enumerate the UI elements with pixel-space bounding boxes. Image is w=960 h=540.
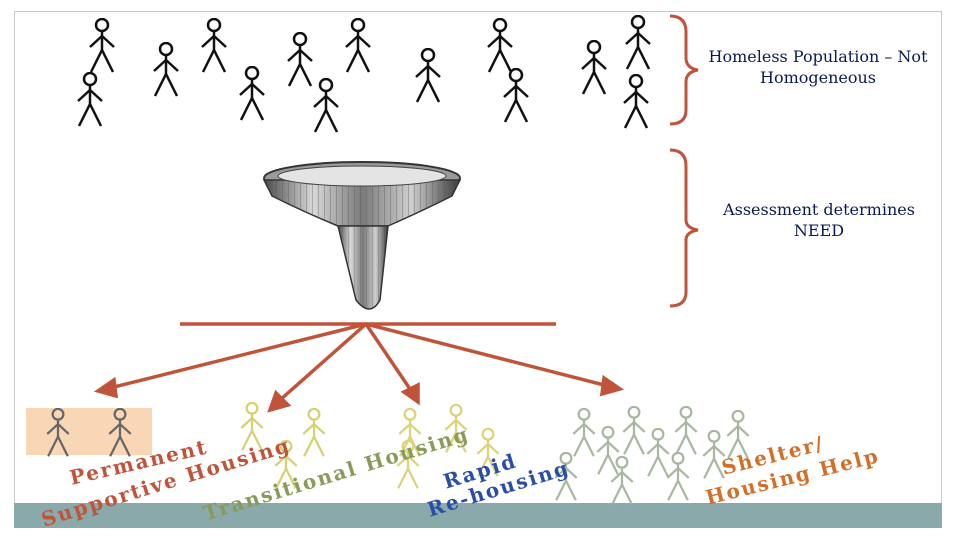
brace-icon <box>669 148 699 308</box>
bottom-bar <box>14 503 942 528</box>
stick-figure-icon <box>238 66 266 122</box>
stick-figure-icon <box>200 18 228 74</box>
stick-figure-icon <box>622 74 650 130</box>
homeless-population-group <box>76 15 652 134</box>
stick-figure-icon <box>596 426 620 476</box>
stick-figure-icon <box>666 452 690 502</box>
stick-figure-icon <box>486 18 514 74</box>
assessment-note: Assessment determines NEED <box>723 200 915 240</box>
stick-figure-icon <box>46 408 70 458</box>
arrow-icon <box>365 322 609 388</box>
stick-figure-icon <box>312 78 340 134</box>
permanent-housing-highlight <box>26 408 152 455</box>
homeless-population-note: Homeless Population – Not Homogeneous <box>708 47 928 87</box>
permanent-figures <box>46 408 132 458</box>
funnel-icon <box>262 161 462 310</box>
stick-figure-icon <box>344 18 372 74</box>
stick-figure-icon <box>286 32 314 88</box>
stick-figure-icon <box>414 48 442 104</box>
brace-icon <box>669 14 699 126</box>
stick-figure-icon <box>502 68 530 124</box>
stick-figure-icon <box>610 456 634 506</box>
arrow-icon <box>364 323 414 393</box>
arrow-icon <box>400 382 420 406</box>
stick-figure-icon <box>674 406 698 456</box>
stick-figure-icon <box>580 40 608 96</box>
arrow-icon <box>599 374 625 397</box>
stick-figure-icon <box>88 18 116 74</box>
stick-figure-icon <box>152 42 180 98</box>
arrow-icon <box>267 389 292 413</box>
stick-figure-icon <box>624 15 652 71</box>
arrow-icon <box>278 322 368 402</box>
stick-figure-icon <box>108 408 132 458</box>
stick-figure-icon <box>76 72 104 128</box>
distribution-arrows <box>93 322 625 413</box>
stick-figure-icon <box>646 428 670 478</box>
arrow-icon <box>109 322 367 390</box>
arrow-icon <box>93 376 119 399</box>
stick-figure-icon <box>302 408 326 458</box>
stick-figure-icon <box>572 408 596 458</box>
stick-figure-icon <box>622 406 646 456</box>
